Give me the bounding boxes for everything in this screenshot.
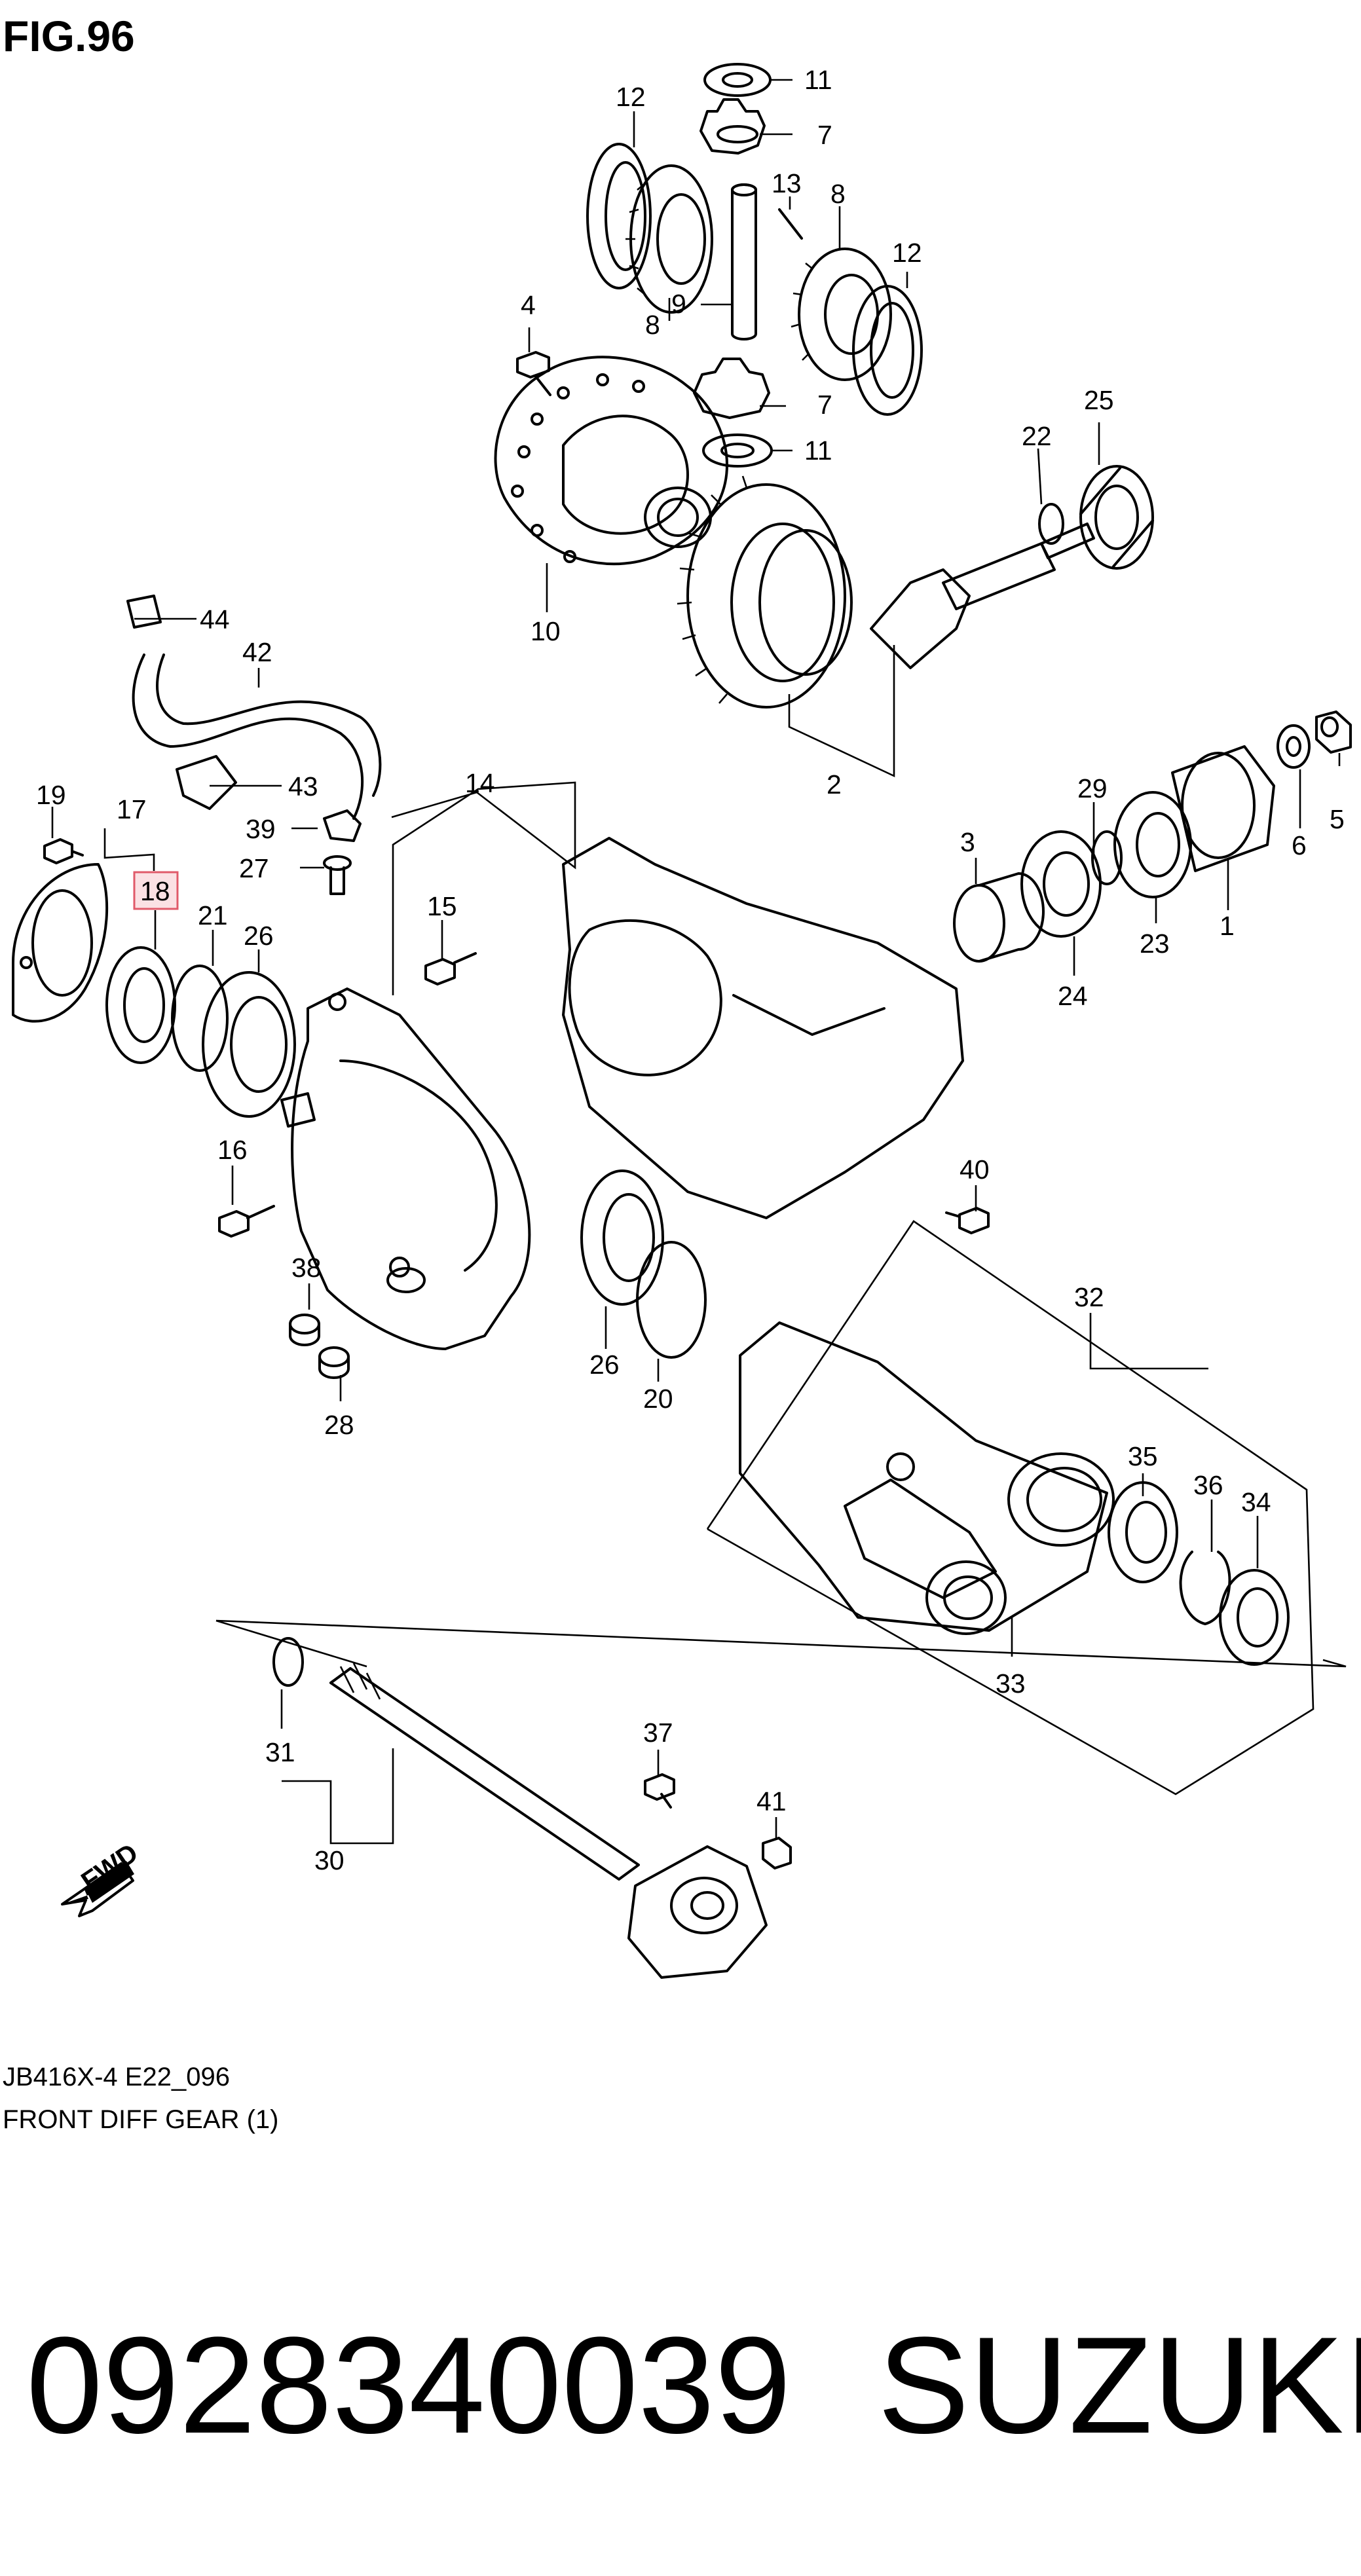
plug-38: [289, 1314, 320, 1346]
callout-1: 1: [1220, 911, 1235, 941]
bolt-16: [218, 1205, 275, 1238]
callout-13: 13: [772, 168, 802, 198]
callout-22: 22: [1022, 421, 1052, 451]
callout-12-left: 12: [616, 82, 646, 112]
callout-27: 27: [239, 853, 269, 883]
callout-11-top: 11: [804, 65, 832, 95]
callout-34: 34: [1241, 1487, 1271, 1517]
drive-pinion-2: [870, 523, 1095, 669]
callout-9: 9: [671, 289, 686, 319]
callout-7-lower: 7: [817, 390, 832, 420]
callout-40: 40: [960, 1154, 990, 1185]
callout-5: 5: [1330, 804, 1345, 834]
callout-44: 44: [200, 604, 230, 635]
housing-14-right: [562, 837, 964, 1219]
oil-seal-18: [105, 946, 176, 1064]
callout-30: 30: [314, 1845, 345, 1875]
ring-gear-2: [677, 475, 853, 708]
callout-38: 38: [291, 1253, 322, 1283]
callout-37: 37: [643, 1718, 673, 1748]
callout-24: 24: [1058, 981, 1088, 1011]
bolt-19: [43, 838, 84, 864]
plug-28: [318, 1346, 350, 1379]
bolt-40: [945, 1207, 990, 1234]
callout-20: 20: [643, 1384, 673, 1414]
axle-shaft-30: [329, 1663, 768, 1979]
callout-43: 43: [288, 771, 318, 801]
callout-42: 42: [242, 637, 272, 667]
bolt-15: [424, 952, 477, 985]
part-number: 0928340039: [26, 2308, 791, 2462]
figure-title: FIG.96: [3, 12, 135, 60]
callout-11-lower: 11: [804, 435, 832, 466]
nut-5: [1315, 710, 1352, 754]
callout-16: 16: [217, 1135, 248, 1165]
shim-22: [1038, 503, 1064, 545]
callout-8-right: 8: [830, 179, 846, 209]
breather-parts: [126, 595, 382, 842]
section-name: FRONT DIFF GEAR (1): [3, 2105, 278, 2134]
callout-17: 17: [117, 794, 147, 824]
housing-14-left: [280, 987, 531, 1350]
callout-labels: 11 7 12 13 8 9 8 12 7 11 4 10 22 25 2 44…: [36, 65, 1345, 1875]
oil-seal-34: [1219, 1569, 1290, 1666]
callout-35: 35: [1128, 1441, 1158, 1471]
bearing-26-left: [202, 971, 296, 1118]
callout-26-left: 26: [244, 921, 274, 951]
snap-ring-36: [1179, 1551, 1231, 1625]
brand-name: SUZUKI: [878, 2308, 1361, 2462]
washer-6: [1277, 724, 1311, 769]
callout-33: 33: [996, 1668, 1026, 1699]
differential-case-10: [494, 356, 728, 566]
leader-lines: [51, 79, 1347, 1845]
diff-gear-cluster: [586, 63, 923, 468]
callout-7-top: 7: [817, 120, 832, 150]
bolt-37: [644, 1773, 675, 1809]
callout-29: 29: [1077, 773, 1108, 803]
snap-ring-31: [272, 1637, 304, 1687]
callout-10: 10: [531, 616, 561, 646]
model-code: JB416X-4 E22_096: [3, 2063, 230, 2091]
snap-ring-21: [171, 965, 229, 1072]
callout-12-right: 12: [892, 238, 922, 268]
callout-2: 2: [827, 769, 842, 800]
callout-18-highlight: [133, 871, 179, 910]
extension-housing-32: [739, 1321, 1115, 1635]
callout-26-right: 26: [589, 1350, 620, 1380]
callout-8-left: 8: [645, 310, 660, 340]
callout-36: 36: [1193, 1470, 1223, 1500]
callout-3: 3: [960, 827, 975, 857]
nut-41: [762, 1837, 792, 1869]
bearing-25: [1079, 465, 1154, 570]
callout-18: 18: [140, 876, 170, 906]
callout-21: 21: [198, 900, 228, 930]
callout-41: 41: [756, 1786, 787, 1816]
callout-4: 4: [521, 290, 536, 320]
callout-19: 19: [36, 780, 66, 810]
pinion-bearing-stack: [953, 745, 1275, 963]
callout-25: 25: [1084, 385, 1114, 415]
callout-39: 39: [246, 814, 276, 844]
bearing-35: [1108, 1481, 1178, 1583]
retainer-17: [12, 863, 109, 1023]
callout-31: 31: [265, 1737, 295, 1767]
callout-6: 6: [1292, 830, 1307, 860]
callout-14: 14: [465, 768, 495, 798]
bearing-26-right: [580, 1169, 664, 1306]
callout-23: 23: [1140, 929, 1170, 959]
callout-15: 15: [427, 891, 457, 921]
bolt-27: [323, 855, 352, 895]
callout-32: 32: [1074, 1282, 1104, 1312]
fwd-arrow-icon: FWD: [61, 1837, 143, 1917]
snap-ring-20: [636, 1241, 707, 1359]
callout-28: 28: [324, 1410, 354, 1440]
